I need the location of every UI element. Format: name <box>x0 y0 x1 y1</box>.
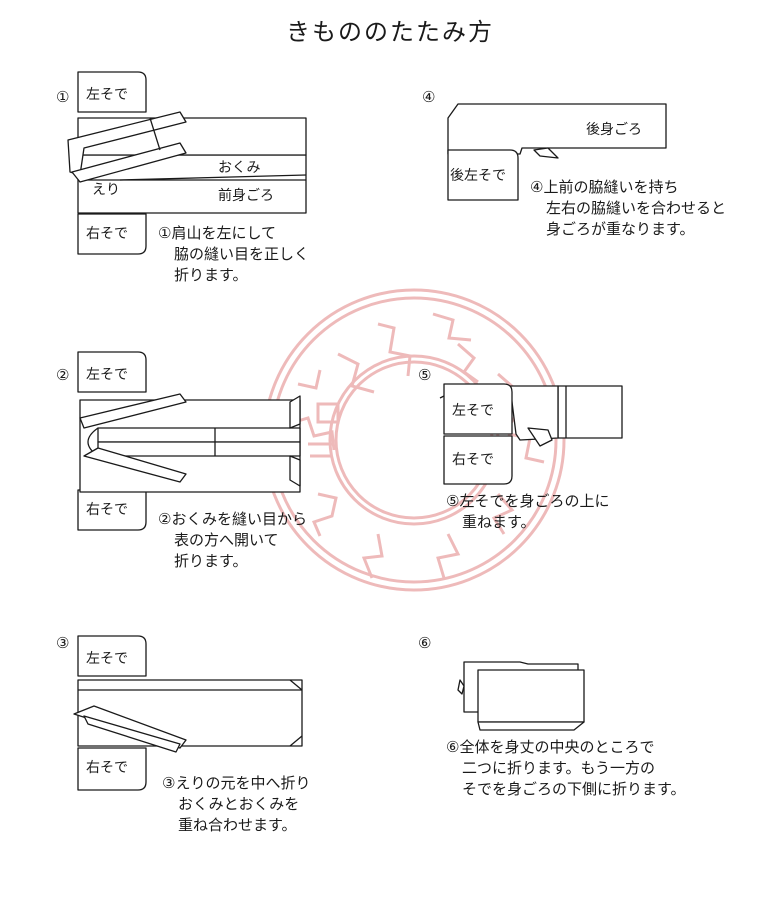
step-6-illustration <box>457 661 585 731</box>
step-5-left-sleeve-label: 左そで <box>452 403 494 419</box>
step-4-back-body-label: 後身ごろ <box>586 122 642 138</box>
step-6-folded-front <box>477 669 585 723</box>
caption-line: ②おくみを縫い目から <box>158 510 308 528</box>
step-2-okumi-upper <box>79 393 187 429</box>
caption-line: ③えりの元を中へ折り <box>162 774 311 792</box>
caption-line: ⑥全体を身丈の中央のところで <box>446 738 655 756</box>
step-3-illustration <box>73 635 303 791</box>
step-1-collar-label: えり <box>92 182 120 198</box>
caption-line: 二つに折ります。もう一方の <box>462 759 656 777</box>
step-5-body <box>557 385 623 439</box>
caption-line: 折ります。 <box>174 552 248 570</box>
step-2-left-sleeve <box>77 351 147 393</box>
step-1-collar-lower <box>71 142 187 183</box>
step-5-illustration <box>439 383 623 485</box>
caption-line: 身ごろが重なります。 <box>546 220 695 238</box>
step-2-okumi-lower <box>83 447 187 483</box>
step-3-body <box>77 679 303 747</box>
page-title: きもののたたみ方 <box>286 18 494 46</box>
caption-line: おくみとおくみを <box>178 795 300 813</box>
step-4-illustration <box>447 103 667 201</box>
step-5-left-sleeve <box>443 383 513 435</box>
step-1-okumi-label: おくみ <box>218 160 261 176</box>
caption-line: ⑤左そでを身ごろの上に <box>446 492 610 510</box>
step-3-left-sleeve <box>77 635 147 677</box>
step-3-left-sleeve-label: 左そで <box>86 651 128 667</box>
step-6-number: ⑥ <box>418 634 431 652</box>
step-5-number: ⑤ <box>418 366 431 384</box>
step-4-back-body <box>447 103 667 155</box>
step-5-caption: ⑤左そでを身ごろの上に 重ねます。 <box>446 491 609 533</box>
step-4-back-left-sleeve-label: 後左そで <box>450 168 506 184</box>
step-4-back-left-sleeve <box>447 149 519 201</box>
caption-line: 重ね合わせます。 <box>178 816 297 834</box>
step-2-caption: ②おくみを縫い目から 表の方へ開いて 折ります。 <box>158 509 307 572</box>
step-1-front-body-label: 前身ごろ <box>218 187 274 204</box>
caption-line: 表の方へ開いて <box>174 531 279 549</box>
step-4-number: ④ <box>422 88 435 106</box>
caption-line: 脇の縫い目を正しく <box>174 245 310 263</box>
step-1-right-sleeve <box>77 213 147 255</box>
step-2-illustration <box>77 351 301 531</box>
step-6-caption: ⑥全体を身丈の中央のところで 二つに折ります。もう一方の そでを身ごろの下側に折… <box>446 737 686 800</box>
caption-line: 折ります。 <box>174 266 248 284</box>
step-1-illustration <box>67 71 307 255</box>
step-1-right-sleeve-label: 右そで <box>86 226 128 242</box>
step-2-number: ② <box>56 366 69 384</box>
step-1-number: ① <box>56 88 69 106</box>
step-1-left-sleeve-label: 左そで <box>86 87 128 103</box>
step-1-caption: ①肩山を左にして 脇の縫い目を正しく 折ります。 <box>158 223 309 286</box>
step-3-right-sleeve-label: 右そで <box>86 760 128 776</box>
step-4-caption: ④上前の脇縫いを持ち 左右の脇縫いを合わせると 身ごろが重なります。 <box>530 177 726 240</box>
caption-line: そでを身ごろの下側に折ります。 <box>462 780 686 798</box>
caption-line: ④上前の脇縫いを持ち <box>530 178 679 196</box>
step-3-number: ③ <box>56 634 69 652</box>
step-5-right-sleeve-label: 右そで <box>452 452 494 468</box>
caption-line: 左右の脇縫いを合わせると <box>546 199 727 217</box>
step-5-right-sleeve <box>443 435 513 485</box>
step-1-left-sleeve <box>77 71 147 113</box>
step-2-right-sleeve <box>77 489 147 531</box>
step-2-right-sleeve-label: 右そで <box>86 502 128 518</box>
step-3-right-sleeve <box>77 747 147 791</box>
step-1-collar-upper <box>67 111 187 176</box>
step-3-caption: ③えりの元を中へ折り おくみとおくみを 重ね合わせます。 <box>162 773 310 836</box>
caption-line: ①肩山を左にして <box>158 224 276 242</box>
step-2-left-sleeve-label: 左そで <box>86 367 128 383</box>
caption-line: 重ねます。 <box>462 513 536 531</box>
